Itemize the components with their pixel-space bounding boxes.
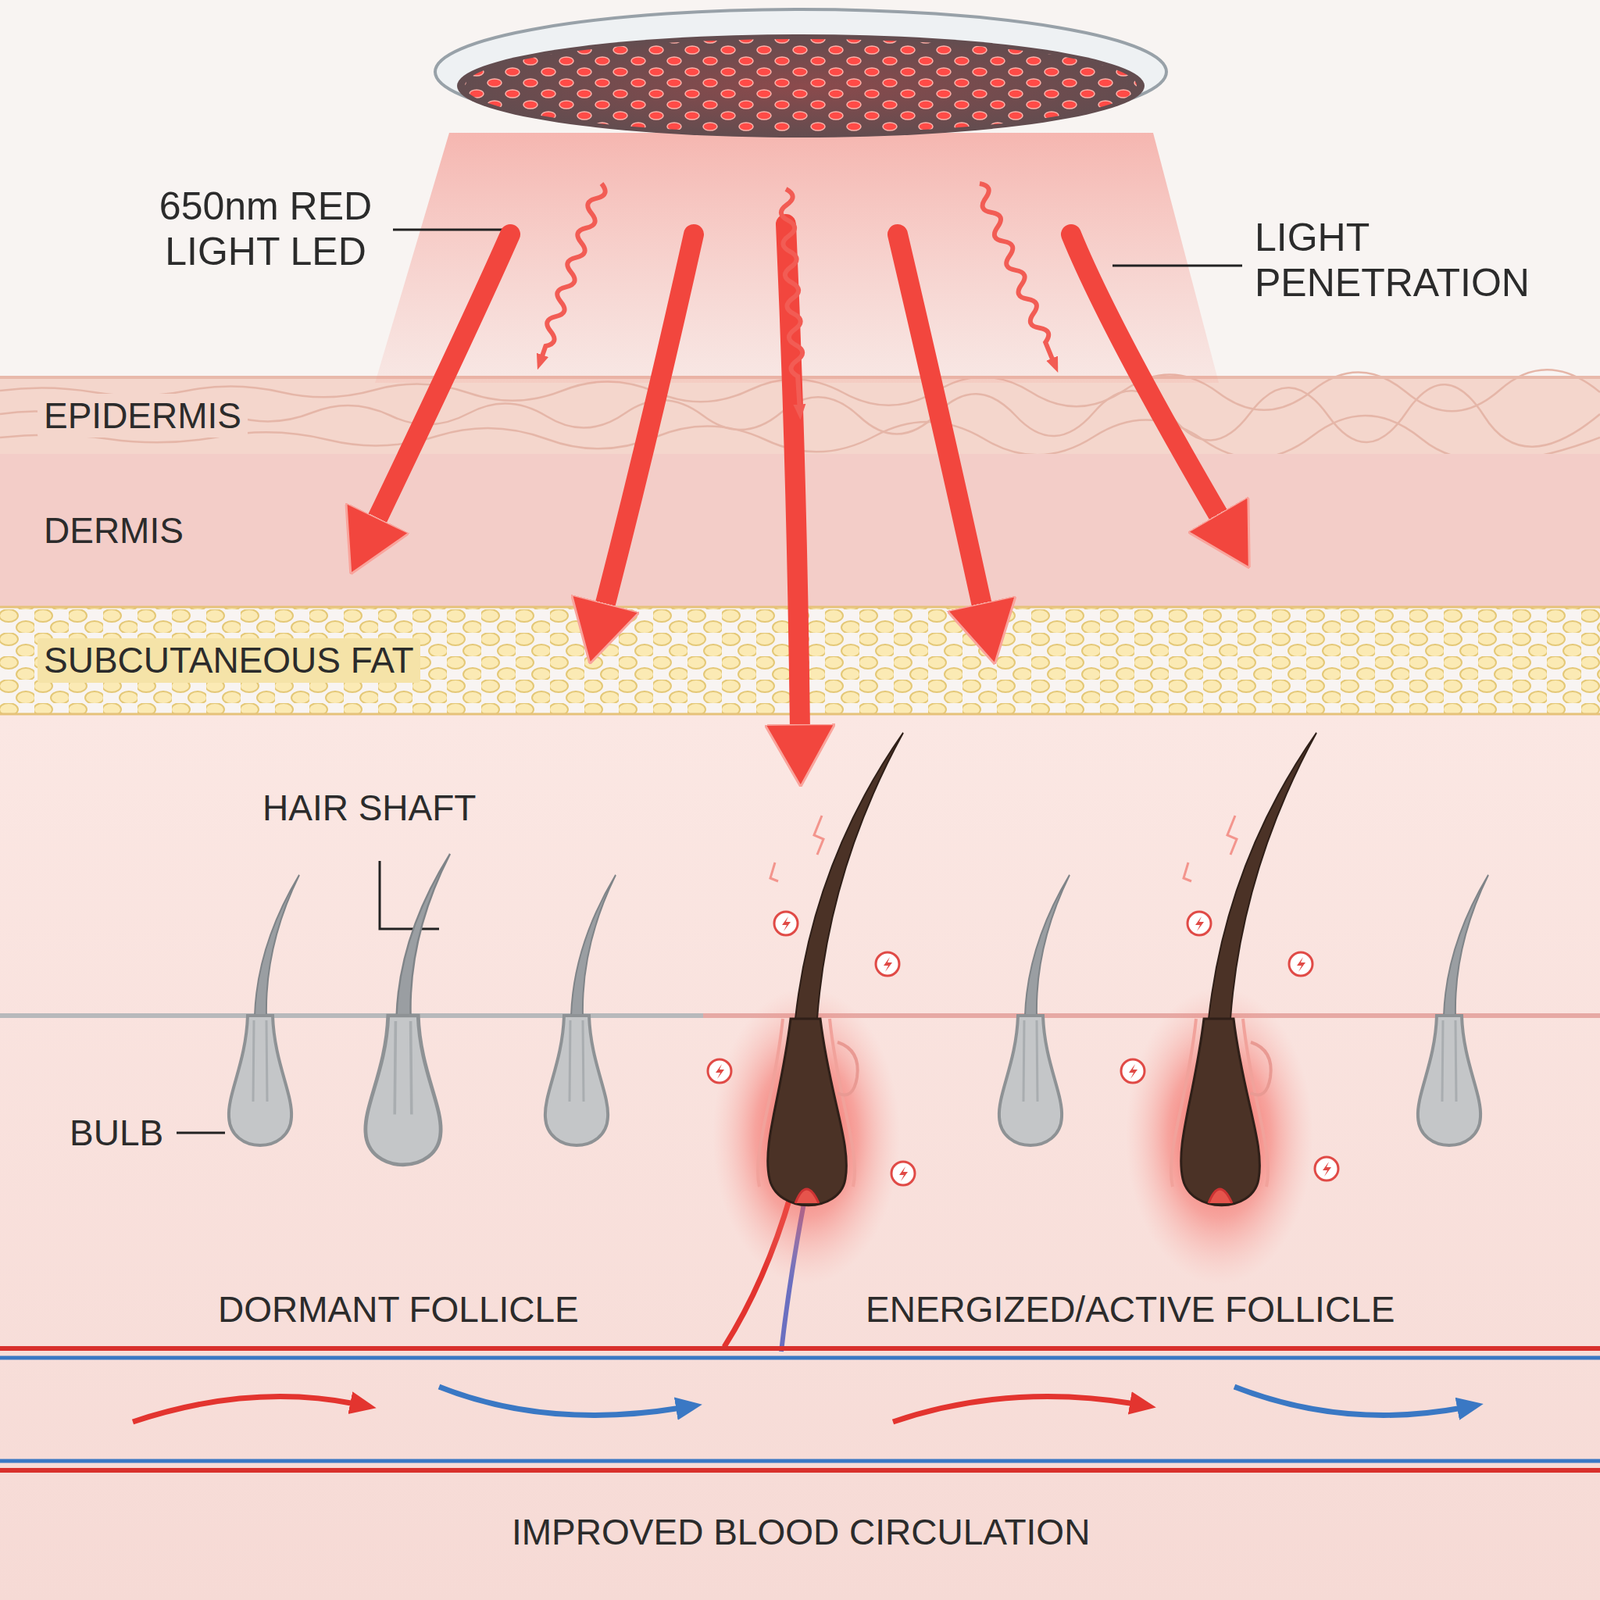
led-device: [435, 9, 1167, 138]
caption-label: IMPROVED BLOOD CIRCULATION: [511, 1511, 1090, 1554]
light-waves: [535, 181, 1060, 408]
layer-name: SUBCUTANEOUS FAT: [37, 638, 421, 683]
skin-layer-band: SUBCUTANEOUS FAT: [0, 607, 1600, 715]
state-label: ENERGIZED/ACTIVE FOLLICLE: [865, 1289, 1395, 1331]
state-label: DORMANT FOLLICLE: [217, 1289, 579, 1331]
part-label: HAIR SHAFT: [262, 787, 476, 829]
deep-tissue: [0, 714, 1600, 1600]
energy-icons: [707, 911, 1339, 1186]
part-label: BULB: [69, 1112, 164, 1154]
device-label: 650nm RED LIGHT LED: [148, 184, 383, 275]
callout-label: LIGHT PENETRATION: [1254, 215, 1583, 306]
layer-name: DERMIS: [37, 508, 190, 554]
layer-name: EPIDERMIS: [37, 393, 248, 439]
skin-layer-band: EPIDERMIS: [0, 377, 1600, 454]
active-follicles: [712, 732, 1317, 1285]
light-arrows: [375, 224, 1222, 731]
skin-layer-band: DERMIS: [0, 453, 1600, 608]
